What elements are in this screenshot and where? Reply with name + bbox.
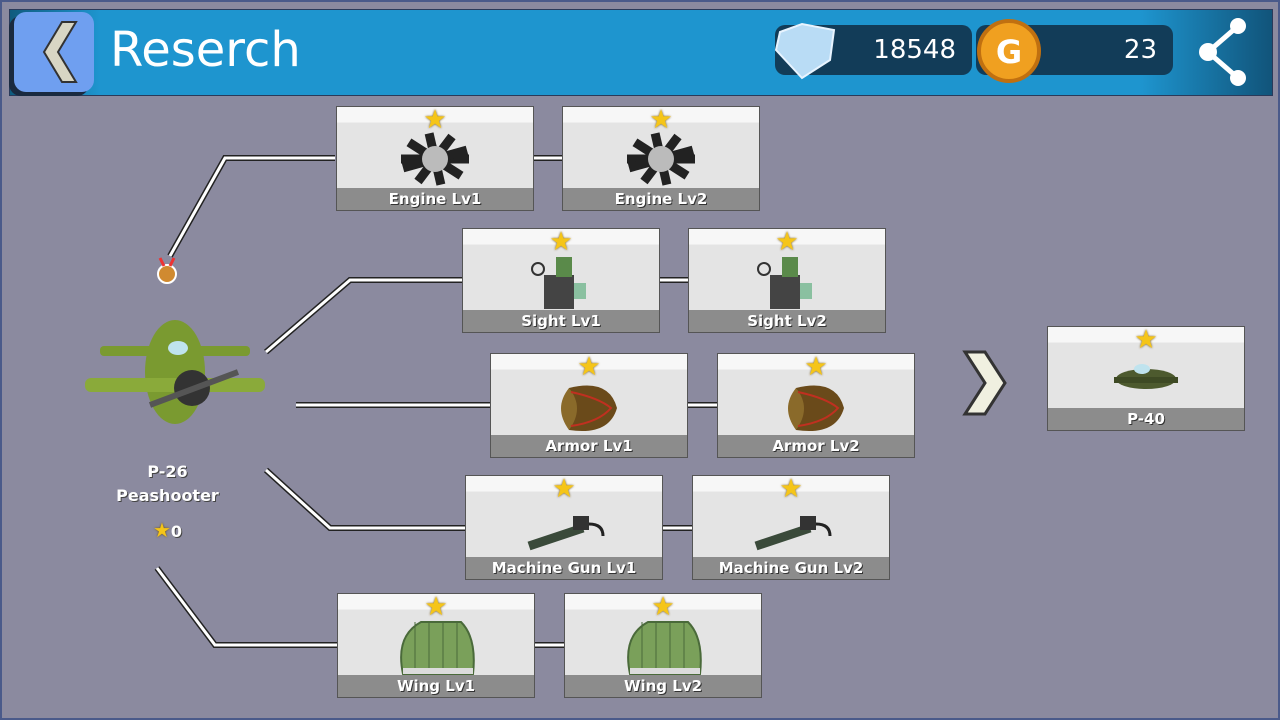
upgrade-card[interactable]: ★ Machine Gun Lv1 xyxy=(465,475,663,580)
star-icon: ★ xyxy=(424,592,448,622)
upgrade-card[interactable]: ★ Wing Lv1 xyxy=(337,593,535,698)
machine-gun-icon xyxy=(754,516,832,551)
upgrade-card[interactable]: ★ Sight Lv1 xyxy=(462,228,660,333)
medal-icon xyxy=(157,257,177,284)
star-icon: ★ xyxy=(775,227,799,257)
upgrade-card[interactable]: ★ Engine Lv2 xyxy=(562,106,760,211)
plane-icon xyxy=(85,320,265,424)
plane-name: Peashooter xyxy=(116,486,219,505)
card-label: Machine Gun Lv1 xyxy=(466,557,662,579)
star-icon: ★ xyxy=(577,352,601,382)
page-title: Reserch xyxy=(110,22,301,78)
armor-icon xyxy=(561,385,617,432)
card-label: Engine Lv2 xyxy=(563,188,759,210)
chevron-right-icon xyxy=(962,350,1007,416)
engine-icon xyxy=(627,132,695,186)
star-icon: ★ xyxy=(152,518,171,542)
star-icon: ★ xyxy=(423,105,447,135)
upgrade-card[interactable]: ★ Armor Lv2 xyxy=(717,353,915,458)
gem-icon xyxy=(774,22,836,80)
upgrade-card[interactable]: ★ Engine Lv1 xyxy=(336,106,534,211)
card-label: P-40 xyxy=(1048,408,1244,430)
star-icon: ★ xyxy=(549,227,573,257)
back-button[interactable] xyxy=(14,12,94,92)
card-label: Engine Lv1 xyxy=(337,188,533,210)
upgrade-card[interactable]: ★ Machine Gun Lv2 xyxy=(692,475,890,580)
star-icon: ★ xyxy=(552,474,576,504)
next-plane-card[interactable]: ★ P-40 xyxy=(1047,326,1245,431)
gold-coin-icon: G xyxy=(977,19,1041,83)
wing-icon xyxy=(627,621,702,675)
star-icon: ★ xyxy=(651,592,675,622)
share-icon[interactable] xyxy=(1192,14,1252,90)
plane-model: P-26 xyxy=(147,462,188,481)
upgrade-card[interactable]: ★ Sight Lv2 xyxy=(688,228,886,333)
machine-gun-icon xyxy=(527,516,605,551)
star-icon: ★ xyxy=(779,474,803,504)
card-label: Wing Lv1 xyxy=(338,675,534,697)
svg-text:G: G xyxy=(996,33,1022,71)
card-label: Armor Lv2 xyxy=(718,435,914,457)
card-label: Wing Lv2 xyxy=(565,675,761,697)
upgrade-card[interactable]: ★ Wing Lv2 xyxy=(564,593,762,698)
card-label: Armor Lv1 xyxy=(491,435,687,457)
chevron-left-icon xyxy=(42,21,78,83)
engine-icon xyxy=(401,132,469,186)
card-label: Sight Lv2 xyxy=(689,310,885,332)
star-icon: ★ xyxy=(804,352,828,382)
star-icon: ★ xyxy=(1134,325,1158,355)
upgrade-card[interactable]: ★ Armor Lv1 xyxy=(490,353,688,458)
card-label: Sight Lv1 xyxy=(463,310,659,332)
card-label: Machine Gun Lv2 xyxy=(693,557,889,579)
plane-stars: ★0 xyxy=(152,518,183,542)
sight-icon xyxy=(757,257,812,309)
wing-icon xyxy=(400,621,475,675)
plane-p40-icon xyxy=(1114,364,1178,389)
sight-icon xyxy=(531,257,586,309)
star-icon: ★ xyxy=(649,105,673,135)
armor-icon xyxy=(788,385,844,432)
